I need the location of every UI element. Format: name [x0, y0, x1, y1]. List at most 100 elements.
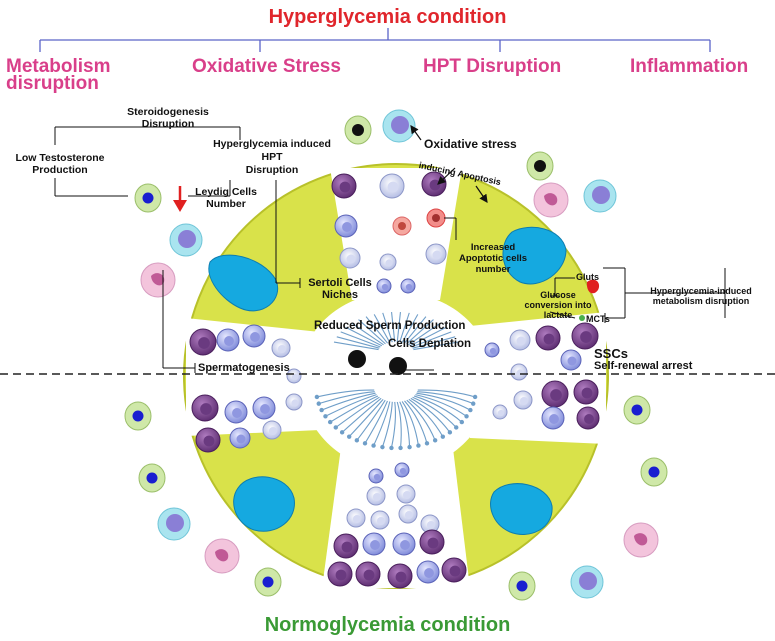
- sperm-tail: [358, 319, 386, 345]
- self-renewal-label: Self-renewal arrest: [594, 360, 693, 372]
- germ-cell-nucleus: [426, 520, 436, 530]
- sperm-tail: [381, 401, 393, 448]
- sperm-head: [314, 394, 320, 400]
- sperm-tail: [406, 399, 436, 441]
- sperm-head: [407, 444, 412, 450]
- metabolism-line2: metabolism disruption: [652, 296, 750, 306]
- germ-cell-nucleus: [402, 490, 412, 500]
- category-inflammation: Inflammation: [630, 56, 749, 77]
- germ-cell-nucleus: [260, 404, 270, 414]
- glucose-line2: conversion into: [524, 300, 592, 310]
- hpt-induced-line3: Disruption: [245, 164, 299, 176]
- leydig-cell-nucleus: [516, 580, 528, 592]
- glucose-conversion-label: Glucose conversion into lactate: [522, 290, 594, 320]
- category-bracket: [39, 28, 711, 52]
- sperm-head: [432, 438, 438, 443]
- germ-cell-nucleus: [549, 414, 559, 424]
- sperm-tail: [417, 391, 474, 405]
- category-metabolism-line2: disruption: [6, 73, 99, 94]
- mast-cell-nucleus: [151, 273, 165, 286]
- sperm-tail: [403, 316, 427, 344]
- leydig-cell-nucleus: [262, 576, 274, 588]
- sperm-tail: [410, 397, 451, 433]
- germ-cell-nucleus: [277, 344, 287, 354]
- sperm-tail: [329, 395, 379, 423]
- interstitial-cells: [124, 109, 668, 601]
- germ-cell-nucleus: [399, 467, 407, 475]
- leydig-cell-nucleus: [631, 404, 643, 416]
- apoptotic-line1: Increased: [470, 242, 516, 253]
- germ-cell-nucleus: [372, 492, 382, 502]
- macrophage-nucleus: [579, 572, 597, 590]
- sperm-head: [447, 430, 453, 435]
- sperm-tail: [316, 389, 375, 398]
- sperm-head: [454, 425, 459, 430]
- germ-cell-nucleus: [250, 332, 260, 342]
- germ-cell-nucleus: [424, 568, 434, 578]
- germ-cell-nucleus: [198, 337, 210, 349]
- sperm-tail: [321, 392, 376, 411]
- sperm-head: [380, 444, 385, 450]
- germ-cell-nucleus: [497, 409, 505, 417]
- germ-cell-nucleus: [236, 434, 246, 444]
- cells-depletion-label: Cells Deplation: [388, 338, 472, 350]
- leydig-cell-nucleus: [146, 472, 158, 484]
- mast-cell-nucleus: [215, 549, 229, 562]
- metabolism-disruption-label: Hyperglycemia-induced metabolism disrupt…: [630, 286, 772, 306]
- sperm-tail: [399, 401, 411, 448]
- sperm-tail: [364, 400, 388, 444]
- sperm-head: [371, 443, 376, 448]
- apoptotic-line3: number: [475, 264, 511, 275]
- macrophage-nucleus: [391, 116, 409, 134]
- apoptotic-line2: Apoptotic cells: [458, 253, 528, 264]
- sperm-head: [424, 441, 430, 446]
- sperm-head: [389, 445, 394, 451]
- sperm-tail: [406, 319, 434, 345]
- sperm-tail: [416, 392, 471, 411]
- sperm-head: [354, 438, 360, 443]
- mcts-label: MCTs: [586, 314, 610, 324]
- germ-cell-nucleus: [567, 356, 577, 366]
- mast-cell-nucleus: [634, 533, 648, 546]
- steroidogenesis-line2: Disruption: [141, 118, 195, 130]
- low-testosterone-line2: Production: [32, 164, 88, 176]
- germ-cell-nucleus: [363, 569, 375, 581]
- germ-cell-nucleus: [291, 399, 299, 407]
- sperm-head: [464, 414, 469, 419]
- sperm-head: [416, 443, 421, 448]
- germ-cell-nucleus: [341, 541, 353, 553]
- sperm-tail: [417, 389, 476, 398]
- germ-cell-nucleus: [291, 373, 299, 381]
- sperm-tail: [348, 398, 384, 438]
- spermatogenesis-label: Spermatogenesis: [198, 362, 290, 374]
- macrophage-nucleus: [178, 230, 196, 248]
- sperm-head: [333, 425, 338, 430]
- leydig-line2: Number: [206, 198, 246, 210]
- germ-cells: [189, 171, 600, 589]
- leydig-line1: Leydig Cells: [195, 186, 257, 198]
- reduced-sperm-label: Reduced Sperm Production: [314, 320, 466, 332]
- mct-transporter-icon: [579, 315, 585, 321]
- germ-cell-nucleus: [400, 540, 410, 550]
- germ-cell-nucleus: [404, 510, 414, 520]
- sperm-head: [327, 419, 333, 425]
- category-metabolism-line1: Metabolism: [6, 56, 111, 77]
- sperm-tail: [413, 395, 463, 423]
- sperm-tail: [415, 394, 467, 417]
- leydig-cell-nucleus: [352, 124, 364, 136]
- germ-cell-nucleus: [224, 336, 234, 346]
- germ-cell-nucleus: [370, 540, 380, 550]
- germ-cell-nucleus: [543, 333, 555, 345]
- germ-cell-nucleus: [232, 408, 242, 418]
- sperm-tail: [351, 322, 384, 346]
- oxidative-arrows: [410, 125, 488, 203]
- sperm-tails: [314, 312, 478, 451]
- germ-cell-nucleus: [432, 250, 442, 260]
- leydig-cell-nucleus: [132, 410, 144, 422]
- sperm-head: [468, 407, 473, 413]
- germ-cell-nucleus: [580, 331, 592, 343]
- sperm-tail: [373, 314, 391, 343]
- germ-cell-nucleus: [373, 473, 381, 481]
- germ-cell-nucleus: [519, 396, 529, 406]
- low-testosterone-line1: Low Testosterone: [15, 152, 105, 164]
